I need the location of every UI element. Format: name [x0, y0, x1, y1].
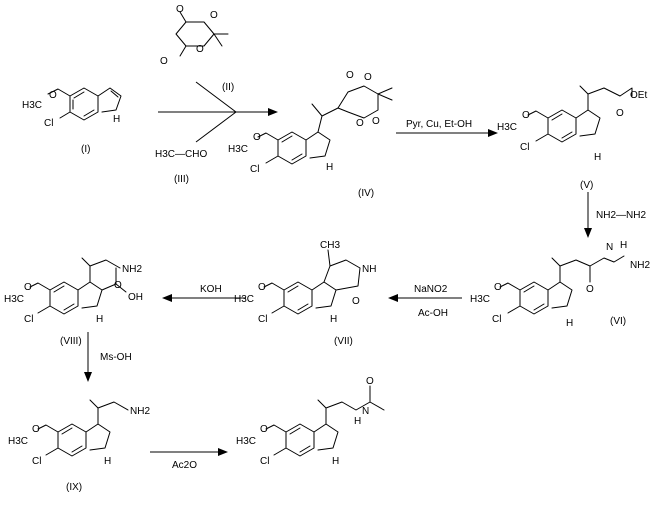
compound-VIII-atom-o2: O: [24, 282, 32, 293]
step2-reagent: NH2—NH2: [596, 210, 646, 221]
step2-arrow: NH2—NH2: [584, 192, 646, 238]
compound-IX-atom-cl: Cl: [32, 456, 41, 467]
compound-VI-atom-nh2: NH2: [630, 260, 650, 271]
compound-VI-atom-o1: O: [586, 284, 594, 295]
step3-reagent-b: Ac-OH: [418, 308, 448, 319]
compound-IX-label: (IX): [66, 482, 82, 493]
step1-reagent: Pyr, Cu, Et-OH: [406, 119, 472, 130]
compound-IV-atom-o1: O: [346, 70, 354, 81]
compound-X-atom-o2: O: [260, 424, 268, 435]
compound-VII-atom-cl: Cl: [258, 314, 267, 325]
compound-VIII-atom-nh-ind: H: [96, 314, 103, 325]
compound-IX: NH2 O H3C Cl H (IX): [8, 399, 150, 493]
compound-V-atom-me: H3C: [497, 122, 517, 133]
compound-VI-atom-o2: O: [494, 282, 502, 293]
compound-IV: O O O O O H3C Cl H (IV): [228, 70, 393, 199]
compound-IX-atom-me: H3C: [8, 436, 28, 447]
compound-II-label: (II): [222, 82, 234, 93]
step3-reagent-a: NaNO2: [414, 284, 448, 295]
compound-IV-atom-o2: O: [364, 72, 372, 83]
compound-X-atom-h: H: [354, 416, 361, 427]
compound-II-atom-o1: O: [176, 4, 184, 15]
compound-X-atom-me: H3C: [236, 436, 256, 447]
compound-VI-atom-nh: N: [606, 242, 613, 253]
compound-VIII: NH2 O OH O H3C Cl H (VIII): [4, 257, 143, 347]
compound-VIII-atom-o1: O: [114, 280, 122, 291]
compound-I: O H3C Cl H (I): [22, 87, 122, 155]
compound-II-atom-o4: O: [210, 10, 218, 21]
compound-VII-atom-o1: O: [352, 296, 360, 307]
compound-VIII-label: (VIII): [60, 336, 82, 347]
compound-VIII-atom-me: H3C: [4, 294, 24, 305]
step1-arrow: Pyr, Cu, Et-OH: [396, 119, 498, 137]
compound-VI: N H NH2 O O H3C Cl H (VI): [470, 240, 650, 329]
compound-VII-atom-o2: O: [258, 282, 266, 293]
compound-VII-atom-me2: H3C: [234, 294, 254, 305]
compound-VI-atom-h1: H: [620, 240, 627, 251]
compound-IV-atom-o5: O: [253, 132, 261, 143]
compound-I-atom-nh: H: [113, 114, 120, 125]
step5-reagent: Ms-OH: [100, 352, 132, 363]
compound-VI-label: (VI): [610, 316, 626, 327]
compound-IX-atom-nh-ind: H: [104, 456, 111, 467]
compound-V-atom-o1: O: [616, 108, 624, 119]
step6-reagent: Ac2O: [172, 460, 197, 471]
compound-VIII-atom-oh: OH: [128, 292, 143, 303]
compound-VIII-atom-cl: Cl: [24, 314, 33, 325]
compound-VII-atom-me: CH3: [320, 240, 340, 251]
converging-arrow: [158, 81, 278, 143]
compound-X: N H O O H3C Cl H: [236, 376, 385, 467]
compound-I-label: (I): [81, 144, 90, 155]
step4-arrow: KOH: [162, 284, 246, 302]
compound-X-atom-o1: O: [366, 376, 374, 387]
compound-VII-atom-nh-ring: NH: [362, 264, 376, 275]
compound-VIII-atom-nh2: NH2: [122, 264, 142, 275]
compound-IV-atom-o3: O: [372, 116, 380, 127]
compound-II-atom-o2: O: [160, 56, 168, 67]
compound-VI-atom-nh-ind: H: [566, 318, 573, 329]
compound-I-atom-me: H3C: [22, 100, 42, 111]
compound-VII-label: (VII): [334, 336, 353, 347]
compound-III-label: (III): [174, 174, 189, 185]
compound-V: OEt O O H3C Cl H (V): [497, 85, 647, 191]
compound-III: H3C—CHO (III): [155, 149, 207, 185]
compound-VI-atom-me: H3C: [470, 294, 490, 305]
step5-arrow: Ms-OH: [84, 332, 132, 382]
step6-arrow: Ac2O: [150, 448, 228, 471]
compound-IV-atom-cl: Cl: [250, 164, 259, 175]
step4-reagent: KOH: [200, 284, 222, 295]
compound-VII-atom-nh-ind: H: [330, 314, 337, 325]
compound-I-atom-o: O: [49, 90, 57, 101]
compound-V-atom-nh: H: [594, 152, 601, 163]
compound-IV-atom-me: H3C: [228, 144, 248, 155]
compound-IV-atom-nh: H: [326, 162, 333, 173]
compound-X-atom-cl: Cl: [260, 456, 269, 467]
compound-I-atom-cl: Cl: [44, 118, 53, 129]
compound-VI-atom-cl: Cl: [492, 314, 501, 325]
compound-V-label: (V): [580, 180, 593, 191]
compound-III-formula: H3C—CHO: [155, 149, 207, 160]
compound-II-atom-o3: O: [196, 44, 204, 55]
compound-V-atom-o2: O: [522, 110, 530, 121]
compound-X-atom-nh-ind: H: [332, 456, 339, 467]
compound-V-atom-cl: Cl: [520, 142, 529, 153]
compound-IX-atom-o: O: [32, 424, 40, 435]
compound-II: O O O O (II): [160, 4, 234, 93]
compound-IV-atom-o4: O: [356, 118, 364, 129]
compound-VII: CH3 NH O O H3C Cl H (VII): [234, 240, 376, 347]
step3-arrow: NaNO2 Ac-OH: [388, 284, 462, 319]
compound-V-atom-oet: OEt: [630, 90, 647, 101]
compound-X-atom-nh: N: [362, 406, 369, 417]
compound-IV-label: (IV): [358, 188, 374, 199]
compound-IX-atom-nh2: NH2: [130, 406, 150, 417]
